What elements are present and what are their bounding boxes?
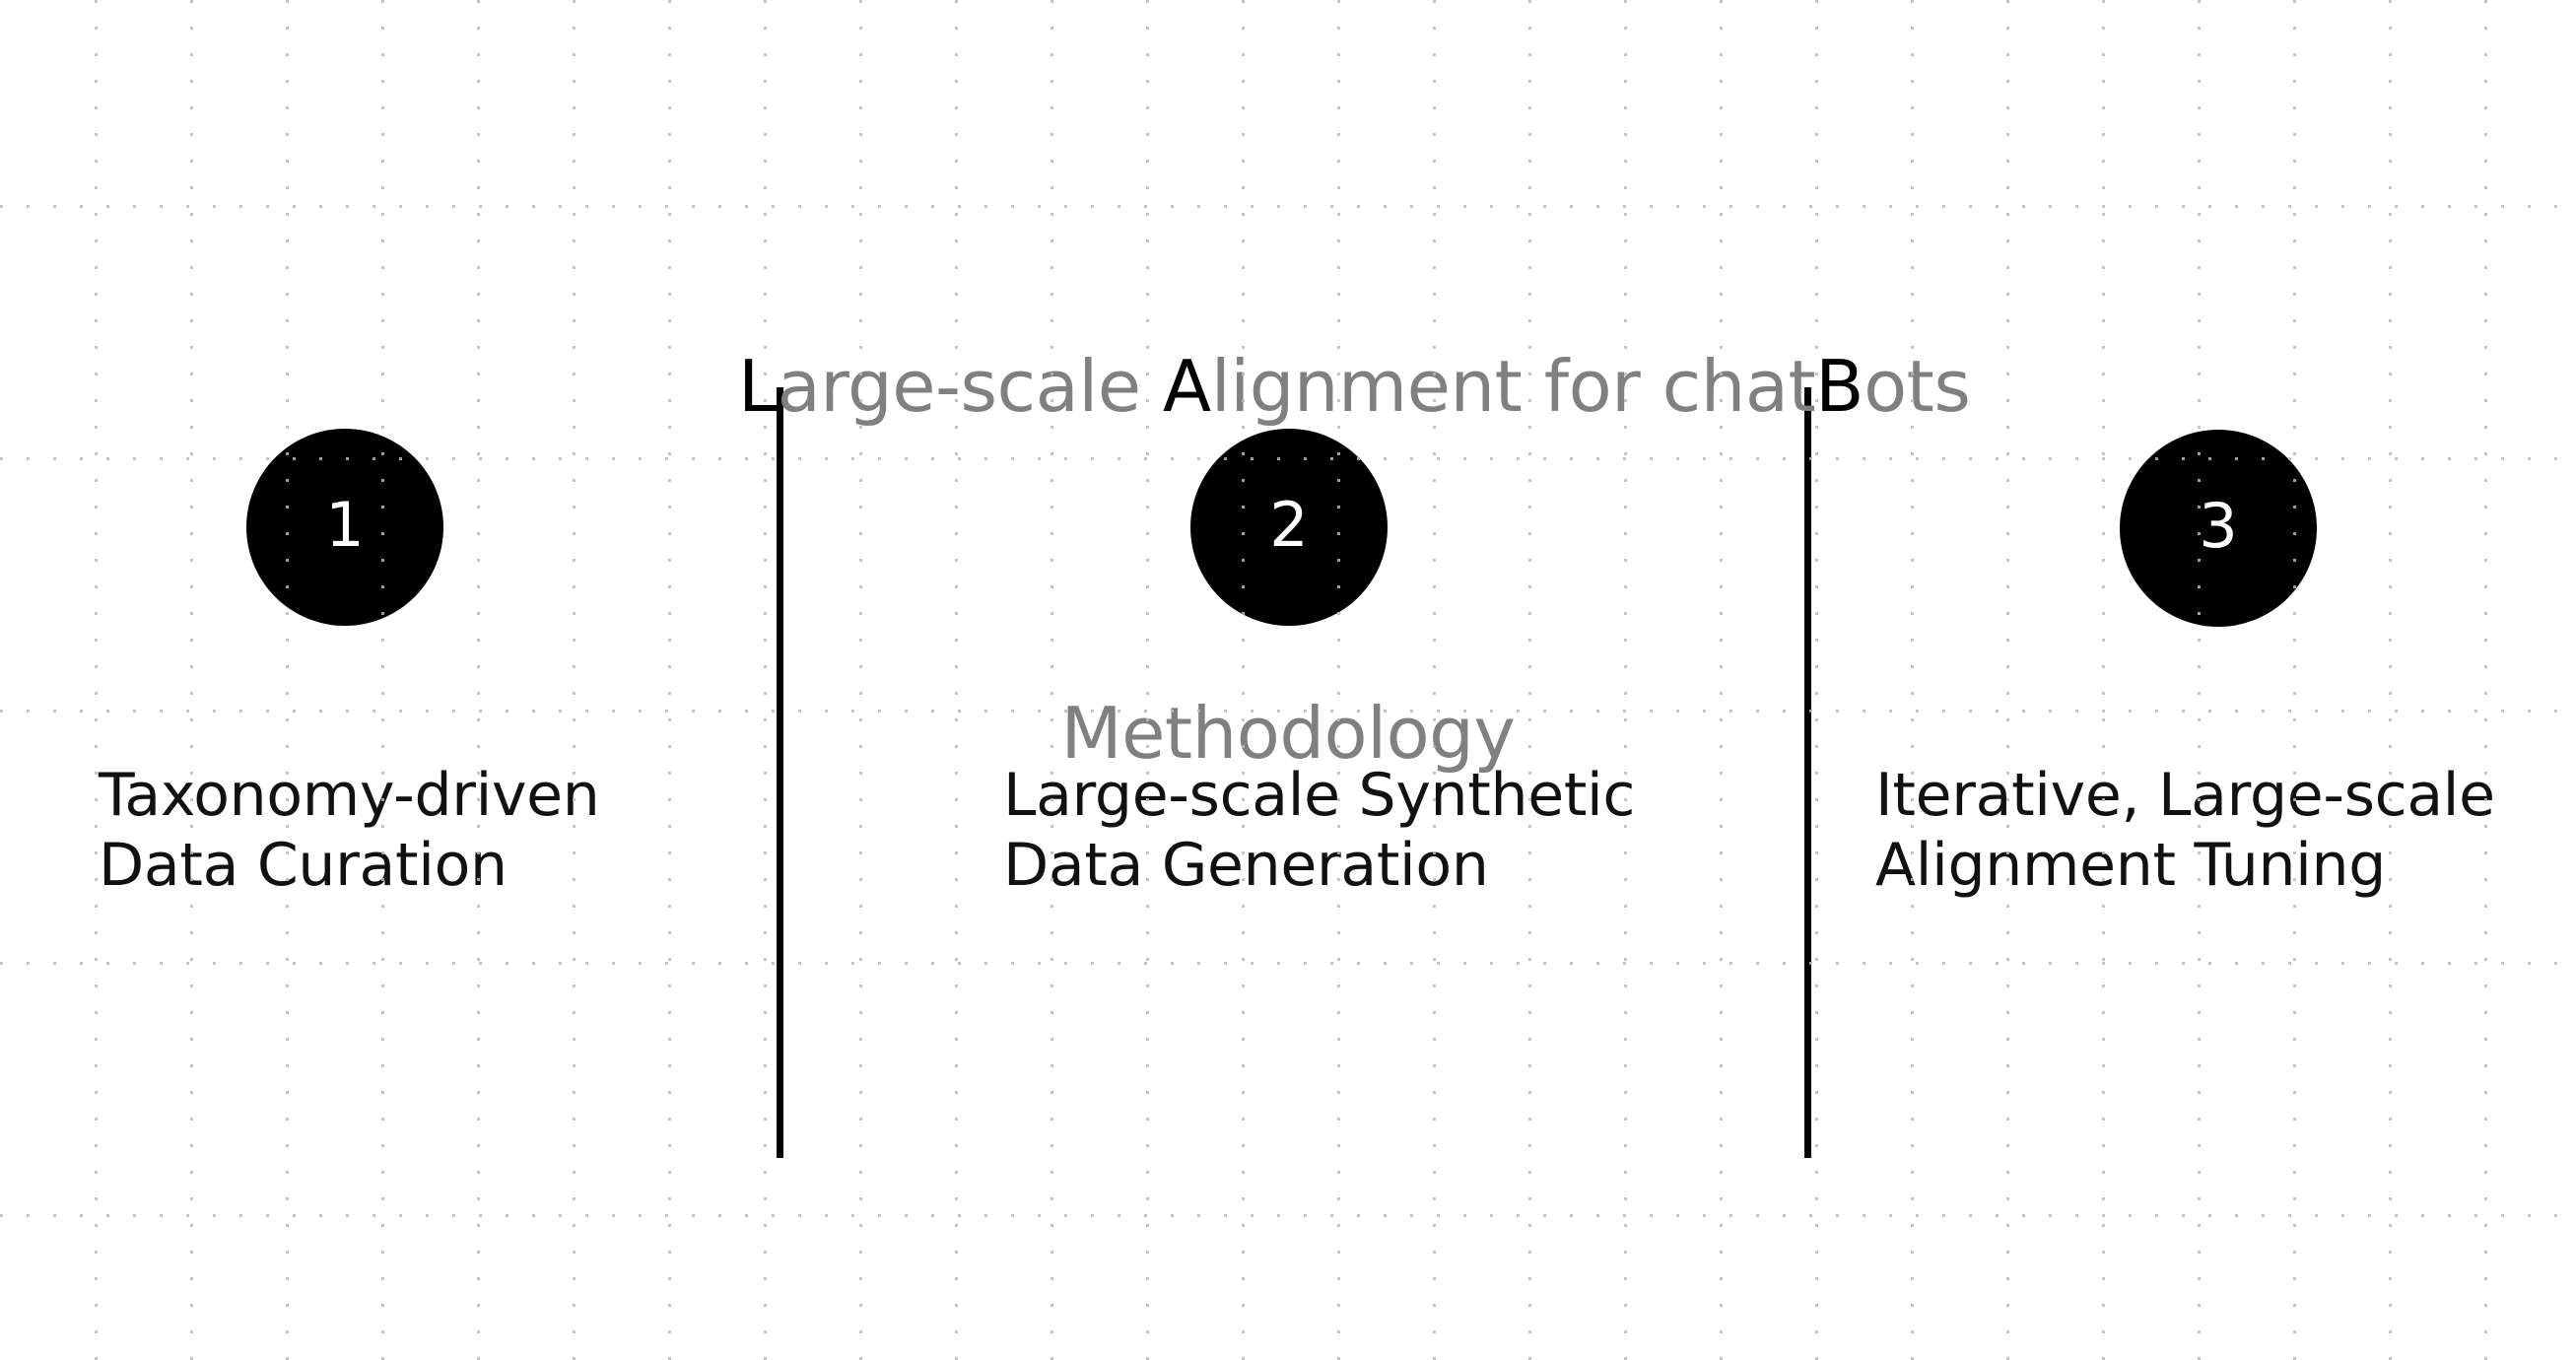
- title-segment-2: lignment for chat: [1210, 345, 1816, 429]
- page-title: Large-scale Alignment for chatBots Metho…: [0, 85, 2576, 950]
- step-number-3: 3: [2199, 490, 2238, 562]
- title-segment-3: ots: [1864, 345, 1971, 429]
- grid-line-horizontal: [0, 962, 2576, 965]
- step-separator-2: [1804, 387, 1811, 1158]
- title-highlight-b: B: [1815, 345, 1864, 429]
- step-number-2: 2: [1269, 489, 1309, 561]
- title-segment-1: arge-scale: [777, 345, 1163, 429]
- step-separator-1: [777, 387, 783, 1158]
- step-circle-1: 1: [246, 429, 443, 626]
- step-circle-2: 2: [1190, 429, 1388, 626]
- title-highlight-l: L: [737, 345, 778, 429]
- step-circle-3: 3: [2120, 430, 2317, 627]
- title-line-1: Large-scale Alignment for chatBots: [0, 258, 2576, 517]
- grid-line-horizontal: [0, 1214, 2576, 1217]
- step-number-1: 1: [325, 489, 365, 561]
- title-line-2: Methodology: [1060, 691, 1516, 775]
- title-highlight-a: A: [1162, 345, 1211, 429]
